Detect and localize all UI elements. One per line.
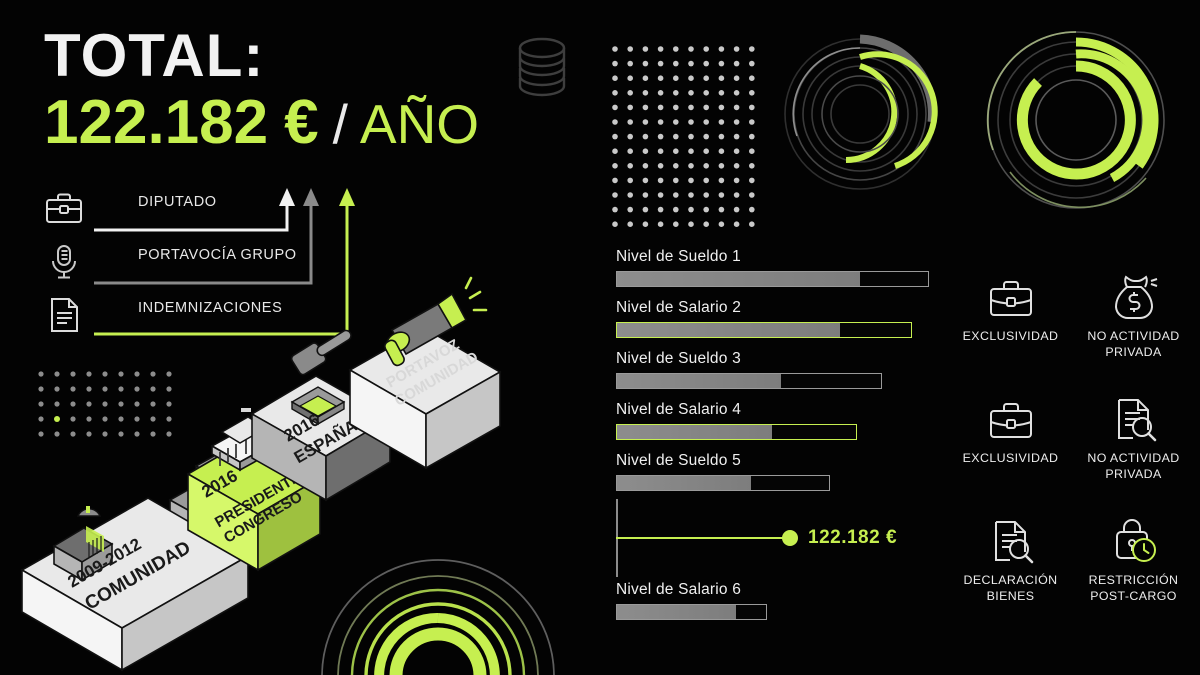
requirement-caption: NO ACTIVIDAD PRIVADA [1087,451,1180,481]
requirement-caption: NO ACTIVIDAD PRIVADA [1087,329,1180,359]
legend-item-indemnizaciones[interactable]: INDEMNIZACIONES [42,292,382,345]
total-amount: 122.182 [44,88,269,157]
lock-clock-icon [1075,508,1192,564]
requirement-caption: RESTRICCIÓN POST-CARGO [1088,573,1179,603]
requirements-grid: EXCLUSIVIDAD NO ACTIVIDAD PRIVADA [952,264,1192,604]
total-amount-row: 122.182 € / AÑO [44,92,479,154]
salary-bar-row[interactable]: Nivel de Salario 6 [616,581,946,620]
legend-item-portavocia[interactable]: PORTAVOCÍA GRUPO [42,239,382,292]
salary-bar-row[interactable]: Nivel de Sueldo 1 [616,248,946,287]
salary-bar-fill [617,272,860,286]
salary-bar-track[interactable] [616,322,912,338]
requirement-caption: EXCLUSIVIDAD [962,451,1059,465]
briefcase-icon [952,264,1069,320]
salary-bar-fill [617,374,781,388]
decorative-dot-grid-center [610,44,756,233]
indicator-value: 122.182 € [808,527,898,548]
salary-bar-fill [617,425,773,439]
isometric-timeline: .iso-top-w{fill:#e9e9e9;} .iso-side-w{fi… [0,270,600,675]
radial-chart-c [320,548,560,675]
salary-bar-label: Nivel de Salario 4 [616,401,742,418]
indicator-dot [782,530,798,546]
decorative-dot-grid-left [36,368,186,445]
document-search-icon [1075,386,1192,442]
requirement-exclusividad-1[interactable]: EXCLUSIVIDAD [952,264,1069,360]
requirement-exclusividad-2[interactable]: EXCLUSIVIDAD [952,386,1069,482]
salary-bar-fill [617,605,737,619]
salary-bar-track[interactable] [616,475,830,491]
indicator-leader-line [616,537,789,539]
salary-bar-track[interactable] [616,271,929,287]
total-label: TOTAL: [44,22,265,89]
legend-label-diputado: DIPUTADO [138,194,217,210]
salary-bar-track[interactable] [616,604,767,620]
salary-bar-label: Nivel de Sueldo 5 [616,452,741,469]
salary-bar-label: Nivel de Salario 6 [616,581,742,598]
salary-bar-label: Nivel de Sueldo 3 [616,350,741,367]
document-search-icon [952,508,1069,564]
salary-bar-track[interactable] [616,373,882,389]
legend-item-diputado[interactable]: DIPUTADO [42,186,382,239]
salary-bar-row[interactable]: Nivel de Sueldo 3 [616,350,946,389]
requirement-caption: EXCLUSIVIDAD [962,329,1059,343]
slash-separator: / [332,93,348,155]
requirement-restriccion-post-cargo[interactable]: RESTRICCIÓN POST-CARGO [1075,508,1192,604]
salary-bar-fill [617,476,751,490]
salary-bar-row[interactable]: Nivel de Salario 4 [616,401,946,440]
total-indicator: 122.182 € [616,495,946,581]
salary-bar-track[interactable] [616,424,857,440]
radial-chart-a [772,26,948,207]
page-title: TOTAL: 122.182 € / AÑO [44,26,479,154]
briefcase-icon [44,190,84,228]
timeline-block-portavoz-comunidad: PORTAVOZ COMUNIDAD [348,276,502,470]
legend-label-indemnizaciones: INDEMNIZACIONES [138,300,283,316]
radial-chart-b [976,20,1176,225]
period-label: AÑO [359,93,480,155]
legend-label-portavocia: PORTAVOCÍA GRUPO [138,247,297,263]
salary-bar-label: Nivel de Salario 2 [616,299,742,316]
requirement-no-actividad-privada-1[interactable]: NO ACTIVIDAD PRIVADA [1075,264,1192,360]
salary-levels-list: Nivel de Sueldo 1 Nivel de Salario 2 Niv… [616,248,946,620]
requirement-no-actividad-privada-2[interactable]: NO ACTIVIDAD PRIVADA [1075,386,1192,482]
salary-bar-row[interactable]: Nivel de Sueldo 5 [616,452,946,491]
money-bag-icon [1075,264,1192,320]
salary-bar-row[interactable]: Nivel de Salario 2 [616,299,946,338]
stacked-coins-icon [508,34,578,107]
requirement-caption: DECLARACIÓN BIENES [963,573,1058,603]
briefcase-icon [952,386,1069,442]
currency-symbol: € [284,88,319,157]
microphone-icon [44,243,84,281]
document-icon [44,296,84,334]
requirement-declaracion-bienes[interactable]: DECLARACIÓN BIENES [952,508,1069,604]
timeline-block-presidente-congreso: 2016 PRESIDENTE CONGRESO [186,408,322,572]
salary-bar-fill [617,323,841,337]
salary-bar-label: Nivel de Sueldo 1 [616,248,741,265]
